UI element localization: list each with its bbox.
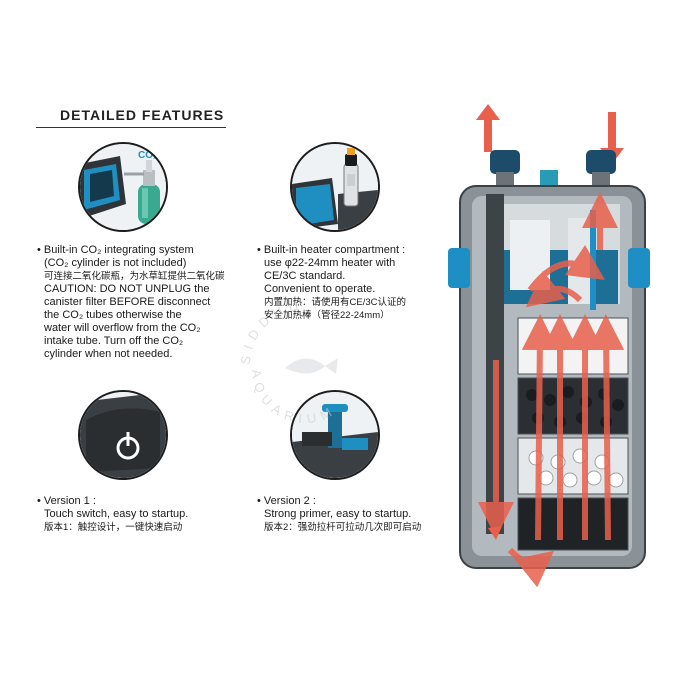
co2-thumbnail: CO₂	[78, 142, 168, 232]
heater-line: CE/3C standard.	[264, 270, 346, 282]
version2-line: • Version 2 :	[257, 495, 316, 507]
co2-feature-text: • Built-in CO₂ integrating system (CO₂ c…	[37, 244, 225, 361]
co2-line: cylinder when not needed.	[44, 348, 173, 360]
co2-line: 可连接二氧化碳瓶，为水草缸提供二氧化碳	[44, 271, 225, 282]
co2-line: canister filter BEFORE disconnect	[44, 296, 211, 308]
co2-line: (CO₂ cylinder is not included)	[44, 257, 187, 269]
version1-line: • Version 1 :	[37, 495, 96, 507]
co2-line: water will overflow from the CO₂	[44, 322, 201, 334]
version1-line: 版本1：触控设计，一键快速启动	[44, 522, 183, 533]
heater-line: 安全加热棒（管径22-24mm）	[264, 310, 390, 321]
co2-badge: CO₂	[138, 150, 157, 161]
co2-line: intake tube. Turn off the CO₂	[44, 335, 184, 347]
heater-line: 内置加热：请使用有CE/3C认证的	[264, 297, 406, 308]
heading-divider	[36, 127, 226, 128]
version1-feature-text: • Version 1 : Touch switch, easy to star…	[37, 495, 188, 534]
heater-line: use φ22-24mm heater with	[264, 257, 396, 269]
version1-line: Touch switch, easy to startup.	[44, 508, 189, 520]
co2-line: CAUTION: DO NOT UNPLUG the	[44, 283, 210, 295]
canister-filter-illustration	[448, 104, 650, 588]
co2-line: the CO₂ tubes otherwise the	[44, 309, 182, 321]
primer-thumbnail	[290, 390, 380, 480]
svg-text:AQUARIUM: AQUARIUM	[249, 368, 340, 426]
section-heading: DETAILED FEATURES	[60, 107, 225, 123]
watermark-logo: SIDDHU AQUARIUM	[238, 298, 340, 426]
svg-text:SIDDHU: SIDDHU	[238, 298, 305, 366]
fish-icon	[285, 358, 325, 374]
heater-feature-text: • Built-in heater compartment : use φ22-…	[257, 244, 406, 322]
version2-line: Strong primer, easy to startup.	[264, 508, 412, 520]
version2-line: 版本2：强劲拉杆可拉动几次即可启动	[264, 522, 422, 533]
heater-line: • Built-in heater compartment :	[257, 244, 406, 256]
heater-thumbnail	[290, 142, 380, 232]
version2-feature-text: • Version 2 : Strong primer, easy to sta…	[257, 495, 421, 534]
touch-switch-thumbnail	[78, 390, 168, 480]
heater-line: Convenient to operate.	[264, 283, 376, 295]
co2-line: • Built-in CO₂ integrating system	[37, 244, 194, 256]
